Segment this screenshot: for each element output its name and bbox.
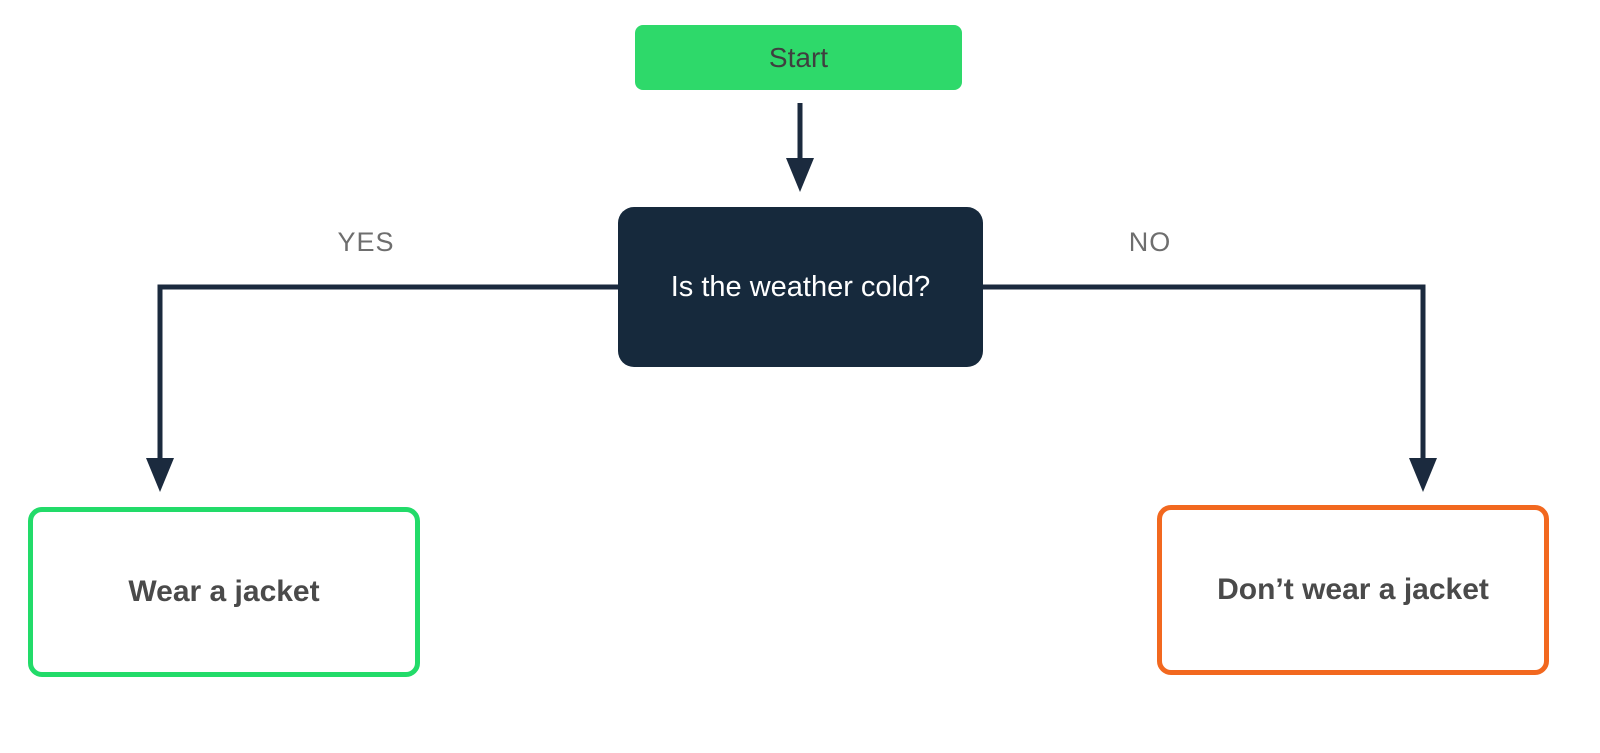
edge-start-to-decision (786, 103, 814, 192)
yes-edge-label: YES (337, 227, 395, 257)
yes-outcome-label: Wear a jacket (128, 575, 320, 608)
no-outcome-label: Don’t wear a jacket (1217, 573, 1489, 606)
decision-node: Is the weather cold? (618, 207, 983, 367)
decision-node-label: Is the weather cold? (670, 270, 931, 303)
yes-outcome-node: Wear a jacket (28, 507, 420, 677)
no-edge-label: NO (1128, 227, 1172, 257)
edge-no (981, 284, 1437, 492)
edge-yes (146, 284, 620, 492)
start-node: Start (635, 25, 962, 90)
start-node-label: Start (768, 41, 829, 73)
no-outcome-node: Don’t wear a jacket (1157, 505, 1549, 675)
